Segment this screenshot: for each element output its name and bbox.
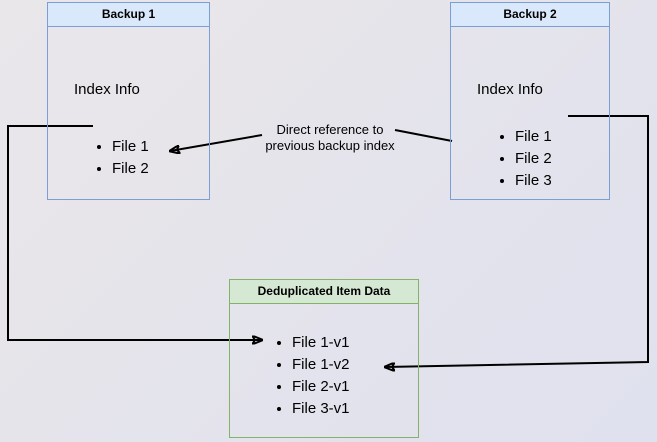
node-backup1-header: Backup 1 <box>47 2 210 27</box>
dedup-file-list: File 1-v1 File 1-v2 File 2-v1 File 3-v1 <box>276 332 350 420</box>
node-backup2[interactable]: Backup 2 Index Info File 1 File 2 File 3 <box>450 2 610 200</box>
node-dedup-body: File 1-v1 File 1-v2 File 2-v1 File 3-v1 <box>229 304 419 438</box>
list-item: File 2 <box>112 158 149 180</box>
list-item: File 1-v2 <box>292 354 350 376</box>
backup2-index-info-label: Index Info <box>477 81 543 98</box>
backup2-file-list: File 1 File 2 File 3 <box>499 126 552 192</box>
backup1-index-info-label: Index Info <box>74 81 140 98</box>
list-item: File 3 <box>515 170 552 192</box>
node-deduplicated-item-data[interactable]: Deduplicated Item Data File 1-v1 File 1-… <box>229 279 419 438</box>
node-backup1-body: Index Info File 1 File 2 <box>47 27 210 200</box>
edge-backup2-to-backup1 <box>394 129 453 142</box>
list-item: File 2 <box>515 148 552 170</box>
node-backup2-body: Index Info File 1 File 2 File 3 <box>450 27 610 200</box>
node-backup1[interactable]: Backup 1 Index Info File 1 File 2 <box>47 2 210 200</box>
list-item: File 2-v1 <box>292 376 350 398</box>
list-item: File 1-v1 <box>292 332 350 354</box>
edge-label-line-2: previous backup index <box>265 138 395 153</box>
backup1-file-list: File 1 File 2 <box>96 136 149 180</box>
node-backup2-header: Backup 2 <box>450 2 610 27</box>
list-item: File 3-v1 <box>292 398 350 420</box>
edge-label-direct-reference: Direct reference to previous backup inde… <box>265 122 395 154</box>
list-item: File 1 <box>112 136 149 158</box>
node-dedup-header: Deduplicated Item Data <box>229 279 419 304</box>
edge-label-line-1: Direct reference to <box>276 122 384 137</box>
list-item: File 1 <box>515 126 552 148</box>
